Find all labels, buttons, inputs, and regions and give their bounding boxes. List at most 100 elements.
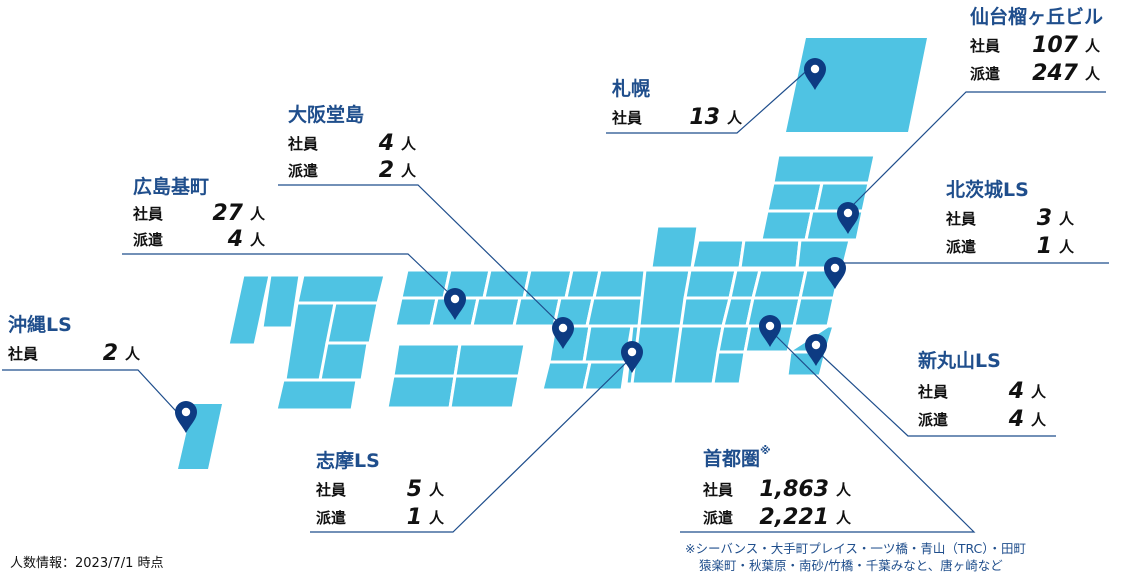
map-pin-icon <box>837 202 859 234</box>
row-value: 27 <box>212 201 243 226</box>
region-shikoku <box>385 342 527 410</box>
row-label: 派遣 <box>918 411 949 429</box>
temp-row: 派遣 4 人 <box>133 226 265 252</box>
row-unit: 人 <box>400 162 416 180</box>
office-name: 広島基町 <box>133 176 210 198</box>
row-value: 4 <box>1008 407 1024 432</box>
leader-shutoken <box>680 329 976 533</box>
leader-shima <box>310 356 633 533</box>
row-unit: 人 <box>1084 37 1100 55</box>
region-hokkaido <box>786 38 927 132</box>
row-unit: 人 <box>428 481 444 499</box>
map-pin-icon <box>444 288 466 320</box>
staff-row: 社員 27 人 <box>133 200 265 226</box>
region-kyushu <box>226 273 387 412</box>
region-tohoku <box>759 153 877 242</box>
map-pin-icon <box>552 317 574 349</box>
row-unit: 人 <box>835 481 851 499</box>
office-name: 北茨城LS <box>946 179 1029 201</box>
leader-sapporo <box>606 65 813 134</box>
temp-row: 派遣 2,221 人 <box>703 504 851 530</box>
office-label-osaka: 大阪堂島 社員 4 人 派遣 2 人 <box>288 100 416 184</box>
row-label: 派遣 <box>970 65 1001 83</box>
office-label-shima: 志摩LS 社員 5 人 派遣 1 人 <box>316 446 444 532</box>
row-value: 2 <box>378 158 394 183</box>
leader-osaka <box>278 184 562 326</box>
temp-row: 派遣 2 人 <box>288 157 416 183</box>
temp-row: 派遣 1 人 <box>316 504 444 530</box>
row-label: 社員 <box>8 345 39 363</box>
staff-row: 社員 2 人 <box>8 340 140 366</box>
map-pin-icon <box>824 257 846 289</box>
row-unit: 人 <box>1058 238 1074 256</box>
row-value: 2 <box>102 341 118 366</box>
row-label: 派遣 <box>316 509 347 527</box>
office-label-sapporo: 札幌 社員 13 人 <box>612 74 742 134</box>
row-unit: 人 <box>124 345 140 363</box>
row-label: 社員 <box>133 205 164 223</box>
row-value: 5 <box>406 477 422 502</box>
leader-lines <box>2 65 1109 533</box>
row-label: 派遣 <box>288 162 319 180</box>
row-label: 派遣 <box>946 238 977 256</box>
staff-row: 社員 4 人 <box>288 130 416 156</box>
row-value: 1,863 <box>759 477 829 502</box>
office-name: 仙台榴ヶ丘ビル <box>970 6 1104 28</box>
staff-row: 社員 4 人 <box>918 378 1046 404</box>
office-label-hiroshima: 広島基町 社員 27 人 派遣 4 人 <box>133 172 265 254</box>
row-value: 13 <box>689 105 720 130</box>
note-mark: ※ <box>760 444 771 457</box>
row-unit: 人 <box>249 231 265 249</box>
map-pin-icon <box>621 341 643 373</box>
leader-okinawa <box>2 369 187 423</box>
map-pin-icon <box>175 401 197 433</box>
row-unit: 人 <box>726 109 742 127</box>
row-unit: 人 <box>835 509 851 527</box>
row-unit: 人 <box>400 135 416 153</box>
row-unit: 人 <box>428 509 444 527</box>
row-unit: 人 <box>1030 383 1046 401</box>
office-label-okinawa: 沖縄LS 社員 2 人 <box>8 310 140 370</box>
office-name: 大阪堂島 <box>288 104 365 126</box>
footnote-line-1: ※シーバンス・大手町プレイス・一ツ橋・青山（TRC）・田町 <box>685 541 1027 556</box>
row-unit: 人 <box>249 205 265 223</box>
office-name: 札幌 <box>612 78 651 100</box>
row-label: 社員 <box>970 37 1001 55</box>
row-value: 1 <box>1036 234 1052 259</box>
office-label-shutoken: 首都圏※ 社員 1,863 人 派遣 2,221 人 <box>703 444 851 530</box>
temp-row: 派遣 1 人 <box>946 233 1074 259</box>
row-unit: 人 <box>1084 65 1100 83</box>
row-value: 1 <box>406 505 422 530</box>
staff-row: 社員 3 人 <box>946 205 1074 231</box>
office-name-text: 首都圏 <box>703 448 761 470</box>
row-unit: 人 <box>1030 411 1046 429</box>
row-value: 247 <box>1032 61 1078 86</box>
row-unit: 人 <box>1058 210 1074 228</box>
temp-row: 派遣 247 人 <box>970 60 1100 86</box>
region-okinawa <box>178 404 222 469</box>
map-pin-icon <box>759 315 781 347</box>
row-value: 4 <box>378 131 394 156</box>
as-of-date: 人数情報：2023/7/1 時点 <box>10 556 164 571</box>
staff-row: 社員 5 人 <box>316 476 444 502</box>
leader-shinmaruyama <box>815 349 1056 437</box>
row-label: 社員 <box>612 109 643 127</box>
row-label: 派遣 <box>133 231 164 249</box>
row-label: 社員 <box>288 135 319 153</box>
office-name: 沖縄LS <box>8 314 72 336</box>
row-value: 4 <box>1008 379 1024 404</box>
leader-hiroshima <box>122 253 453 297</box>
row-value: 4 <box>227 227 243 252</box>
map-pin-icon <box>805 334 827 366</box>
map-pin-icon <box>804 58 826 90</box>
row-value: 3 <box>1036 206 1052 231</box>
staff-row: 社員 1,863 人 <box>703 476 851 502</box>
pins <box>175 58 859 433</box>
row-label: 社員 <box>918 383 949 401</box>
office-name: 新丸山LS <box>918 350 1001 372</box>
staff-row: 社員 13 人 <box>612 104 742 130</box>
row-value: 107 <box>1032 33 1078 58</box>
row-value: 2,221 <box>759 505 829 530</box>
office-label-sendai: 仙台榴ヶ丘ビル 社員 107 人 派遣 247 人 <box>970 2 1104 90</box>
